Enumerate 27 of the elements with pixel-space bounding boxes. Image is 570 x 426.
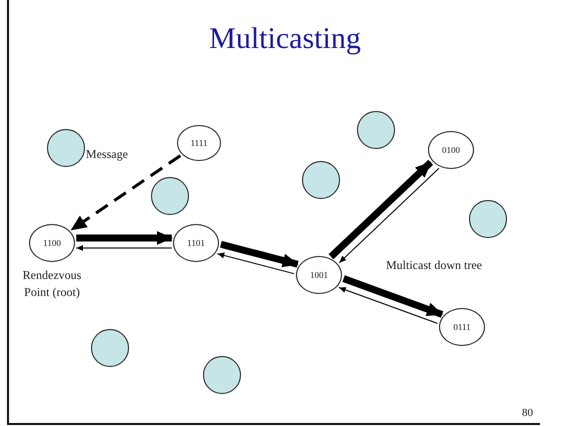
annotation-text: Multicast down tree [386, 258, 482, 273]
arrow [216, 252, 295, 274]
node-circle [47, 129, 85, 167]
node-ellipse: 0100 [428, 131, 474, 169]
node-circle [91, 329, 129, 367]
node-ellipse: 1001 [296, 256, 342, 294]
node-circle [302, 161, 340, 199]
arrow [76, 231, 173, 245]
arrow [220, 240, 299, 268]
node-ellipse: 1101 [173, 224, 219, 262]
page-number: 80 [522, 407, 533, 419]
edge-label: Message [86, 146, 128, 162]
node-circle [469, 200, 507, 238]
node-ellipse: 0111 [439, 308, 485, 346]
node-caption: Rendezvous Point (root) [22, 267, 82, 301]
node-ellipse: 1111 [177, 125, 221, 161]
arrow [70, 154, 182, 232]
arrow [338, 168, 440, 264]
arrow [338, 287, 438, 324]
arrow [328, 160, 434, 260]
node-circle [357, 111, 395, 149]
node-ellipse: 1100 [29, 224, 75, 262]
arrow [342, 275, 444, 318]
node-circle [151, 177, 189, 215]
arrow [76, 245, 172, 251]
node-circle [203, 356, 241, 394]
slide-title: Multicasting [208, 22, 362, 56]
